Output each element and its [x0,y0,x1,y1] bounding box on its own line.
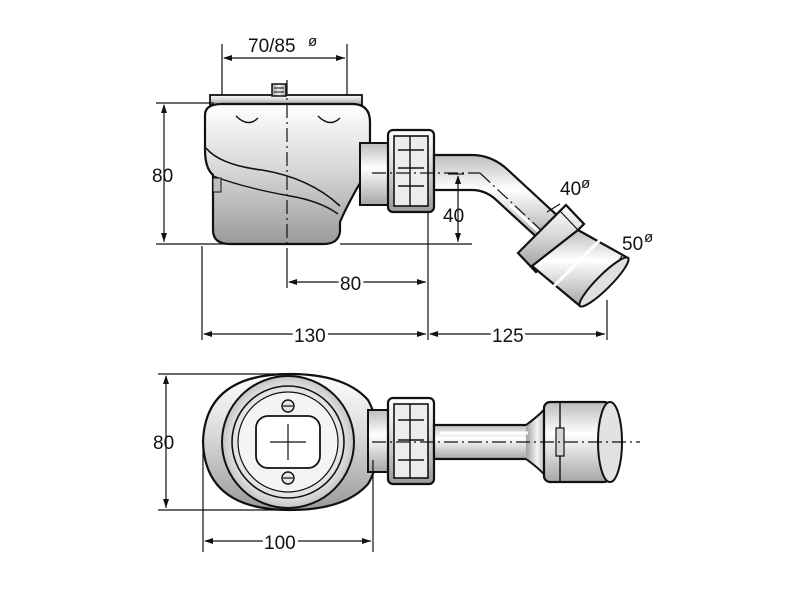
grate-dimension: 70/85 ø [221,33,348,100]
center-to-nut-label: 80 [340,274,361,295]
top-height-dimension: 80 [153,373,290,511]
grate-dim-label: 70/85 [248,36,296,57]
overall-length-dimensions: 130 125 [201,246,608,350]
pipe-diameter-labels: 40 ø 50 ø [546,175,653,263]
top-width-label: 100 [264,533,296,554]
trap-body [203,80,372,250]
diameter-symbol-40: ø [581,175,590,192]
pipe-in-dim-label: 40 [560,179,581,200]
pipe-length-label: 125 [492,326,524,347]
side-height-label: 80 [152,166,173,187]
height-dimension: 80 [152,102,226,245]
top-view: 80 100 [153,372,640,557]
outlet-height-label: 40 [443,206,464,227]
outlet-pipe-50 [530,228,630,308]
outlet-nut [359,128,436,214]
pipe-sleeve-40 [516,203,586,274]
diameter-symbol: ø [308,33,317,50]
outlet-height-dimension: 40 [340,173,472,245]
center-to-nut-dimension: 80 [286,212,429,340]
top-outlet-sleeve [372,400,640,484]
side-view: 70/85 ø [152,33,653,350]
top-outlet-nut [367,396,436,486]
top-trap-body [201,372,380,512]
diameter-symbol-50: ø [644,229,653,246]
top-height-label: 80 [153,433,174,454]
body-length-label: 130 [294,326,326,347]
grate-plate [209,83,363,106]
top-width-dimension: 100 [202,444,374,557]
pipe-out-dim-label: 50 [622,234,643,255]
